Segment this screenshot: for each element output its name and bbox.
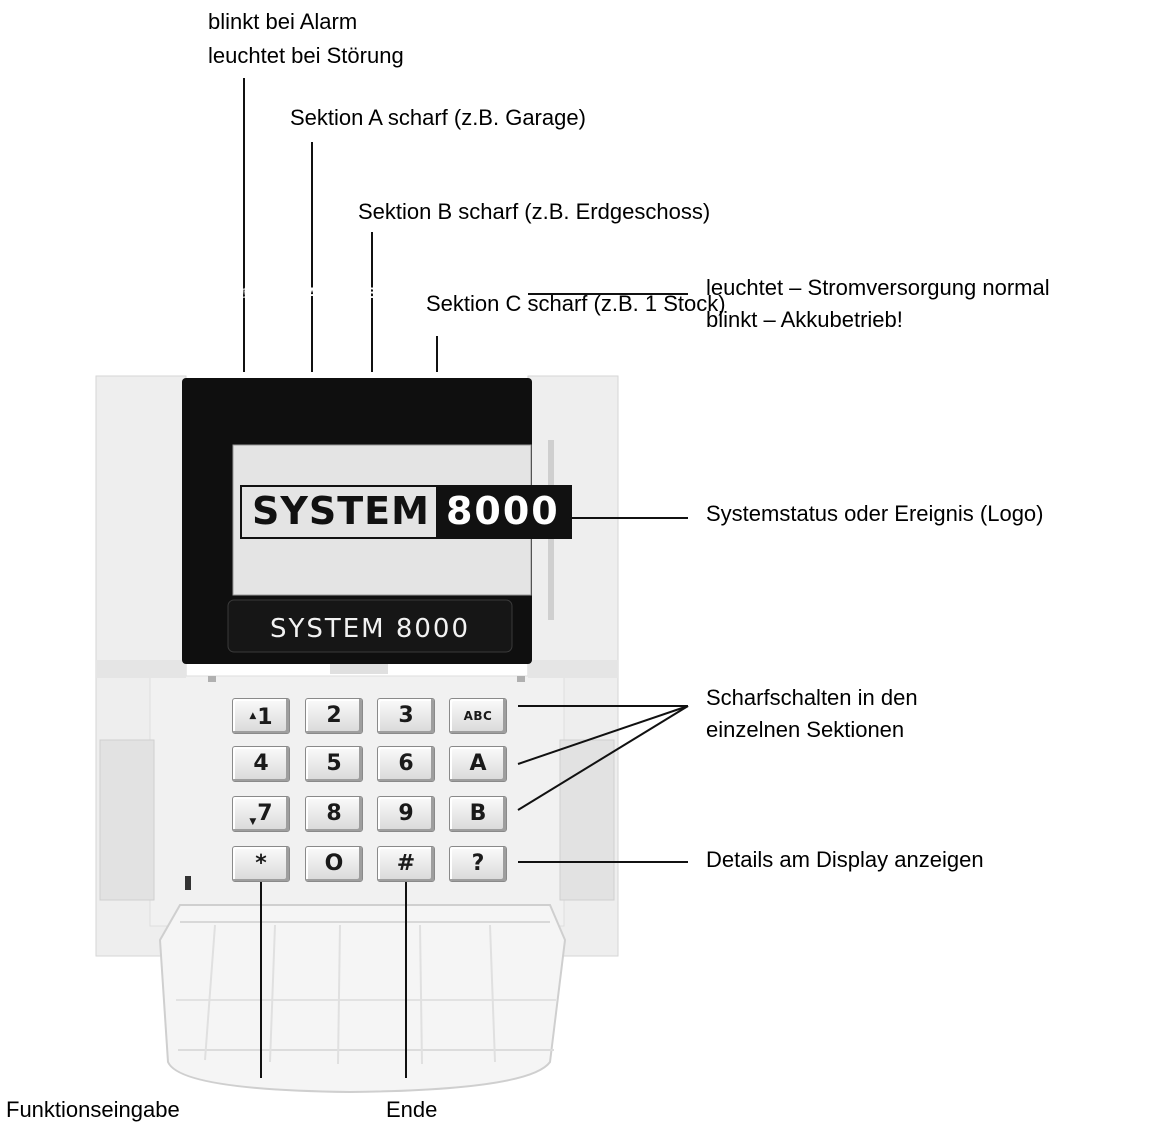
- funktion-label: Funktionseingabe: [6, 1097, 180, 1122]
- scharf-label-line2: einzelnen Sektionen: [706, 717, 905, 742]
- key-abc[interactable]: ABC: [449, 698, 507, 734]
- lcd-logo: SYSTEM 8000: [240, 485, 572, 539]
- sektion-b-label: Sektion B scharf (z.B. Erdgeschoss): [358, 199, 711, 224]
- display-label: Systemstatus oder Ereignis (Logo): [706, 501, 1044, 526]
- scharf-label-line1: Scharfschalten in den: [706, 685, 918, 710]
- key-hash[interactable]: #: [377, 846, 435, 882]
- details-label: Details am Display anzeigen: [706, 847, 984, 872]
- led-c-label: C: [431, 286, 443, 302]
- key-question[interactable]: ?: [449, 846, 507, 882]
- key-3[interactable]: 3: [377, 698, 435, 734]
- key-9[interactable]: 9: [377, 796, 435, 832]
- key-7[interactable]: ▼7: [232, 796, 290, 832]
- key-6[interactable]: 6: [377, 746, 435, 782]
- logo-left: SYSTEM: [252, 489, 430, 533]
- logo-right: 8000: [435, 487, 570, 537]
- ende-label: Ende: [386, 1097, 438, 1122]
- alarm-label-line1: blinkt bei Alarm: [208, 9, 358, 34]
- power-label-line1: leuchtet – Stromversorgung normal: [706, 275, 1050, 300]
- brand-strip: [227, 599, 513, 653]
- key-0[interactable]: O: [305, 846, 363, 882]
- key-2[interactable]: 2: [305, 698, 363, 734]
- warning-icon: ⚠: [237, 286, 251, 302]
- sektion-c-label: Sektion C scharf (z.B. 1 Stock): [426, 291, 726, 316]
- scharf-leader-2: [517, 705, 689, 765]
- key-1[interactable]: ▲1: [232, 698, 290, 734]
- sektion-a-label: Sektion A scharf (z.B. Garage): [290, 105, 586, 130]
- key-star[interactable]: *: [232, 846, 290, 882]
- key-a[interactable]: A: [449, 746, 507, 782]
- led-b-label: B: [366, 286, 378, 302]
- scharf-leader-3: [517, 705, 689, 811]
- key-4[interactable]: 4: [232, 746, 290, 782]
- key-5[interactable]: 5: [305, 746, 363, 782]
- power-label-line2: blinkt – Akkubetrieb!: [706, 307, 903, 332]
- power-icon: ⏻: [496, 283, 512, 304]
- key-8[interactable]: 8: [305, 796, 363, 832]
- alarm-label-line2: leuchtet bei Störung: [208, 43, 404, 68]
- key-b[interactable]: B: [449, 796, 507, 832]
- brand-text: SYSTEM 8000: [269, 614, 471, 644]
- led-a-label: A: [306, 286, 318, 302]
- side-switch: [185, 876, 191, 890]
